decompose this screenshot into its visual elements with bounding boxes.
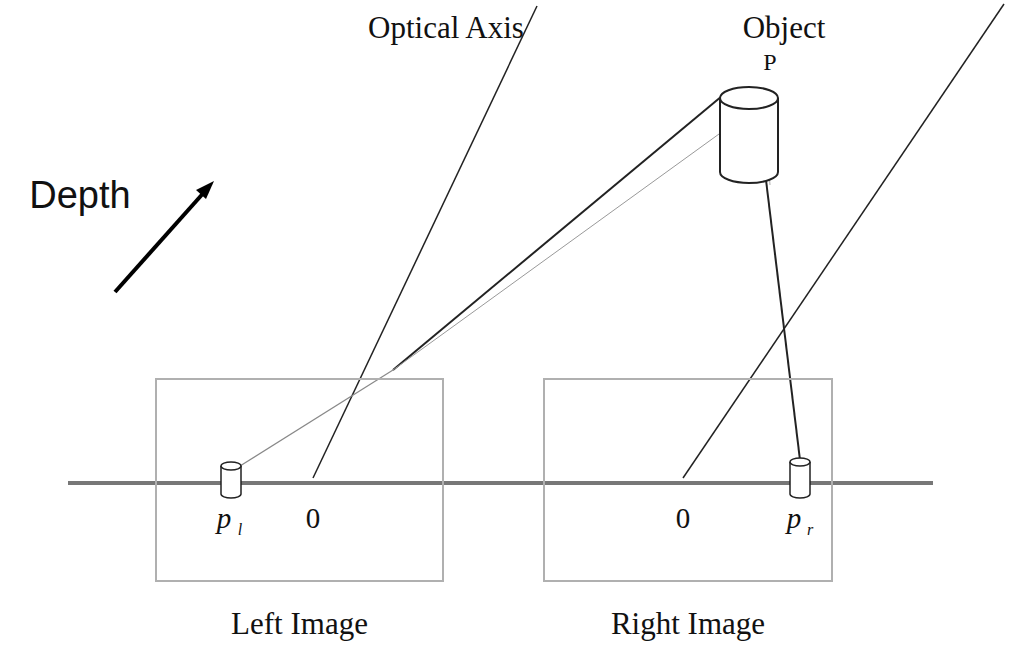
point-symbol: p <box>217 504 232 533</box>
axis-label: Optical Axis <box>368 12 524 43</box>
object-cylinder <box>720 87 778 183</box>
point-symbol: p <box>787 504 802 533</box>
optical-axis-right <box>683 4 1004 478</box>
right-image-cylinder <box>790 458 810 498</box>
image-caption: Left Image <box>231 606 368 642</box>
right-image-frame: Right Image <box>543 378 833 582</box>
ray-line <box>240 370 393 466</box>
point-subscript: l <box>238 522 242 538</box>
depth-label: Depth <box>29 176 130 214</box>
ray-line <box>766 180 800 460</box>
object-label: Object <box>743 12 826 43</box>
optical-axis-left <box>313 6 537 478</box>
image-caption: Right Image <box>611 606 765 642</box>
origin-label: 0 <box>676 504 691 533</box>
left-image-cylinder <box>221 462 241 498</box>
ray-line <box>393 96 722 370</box>
left-image-frame: Left Image <box>155 378 444 582</box>
point-label: P <box>763 50 776 74</box>
ray-line <box>393 100 766 370</box>
point-subscript: r <box>807 522 813 538</box>
origin-label: 0 <box>306 504 321 533</box>
